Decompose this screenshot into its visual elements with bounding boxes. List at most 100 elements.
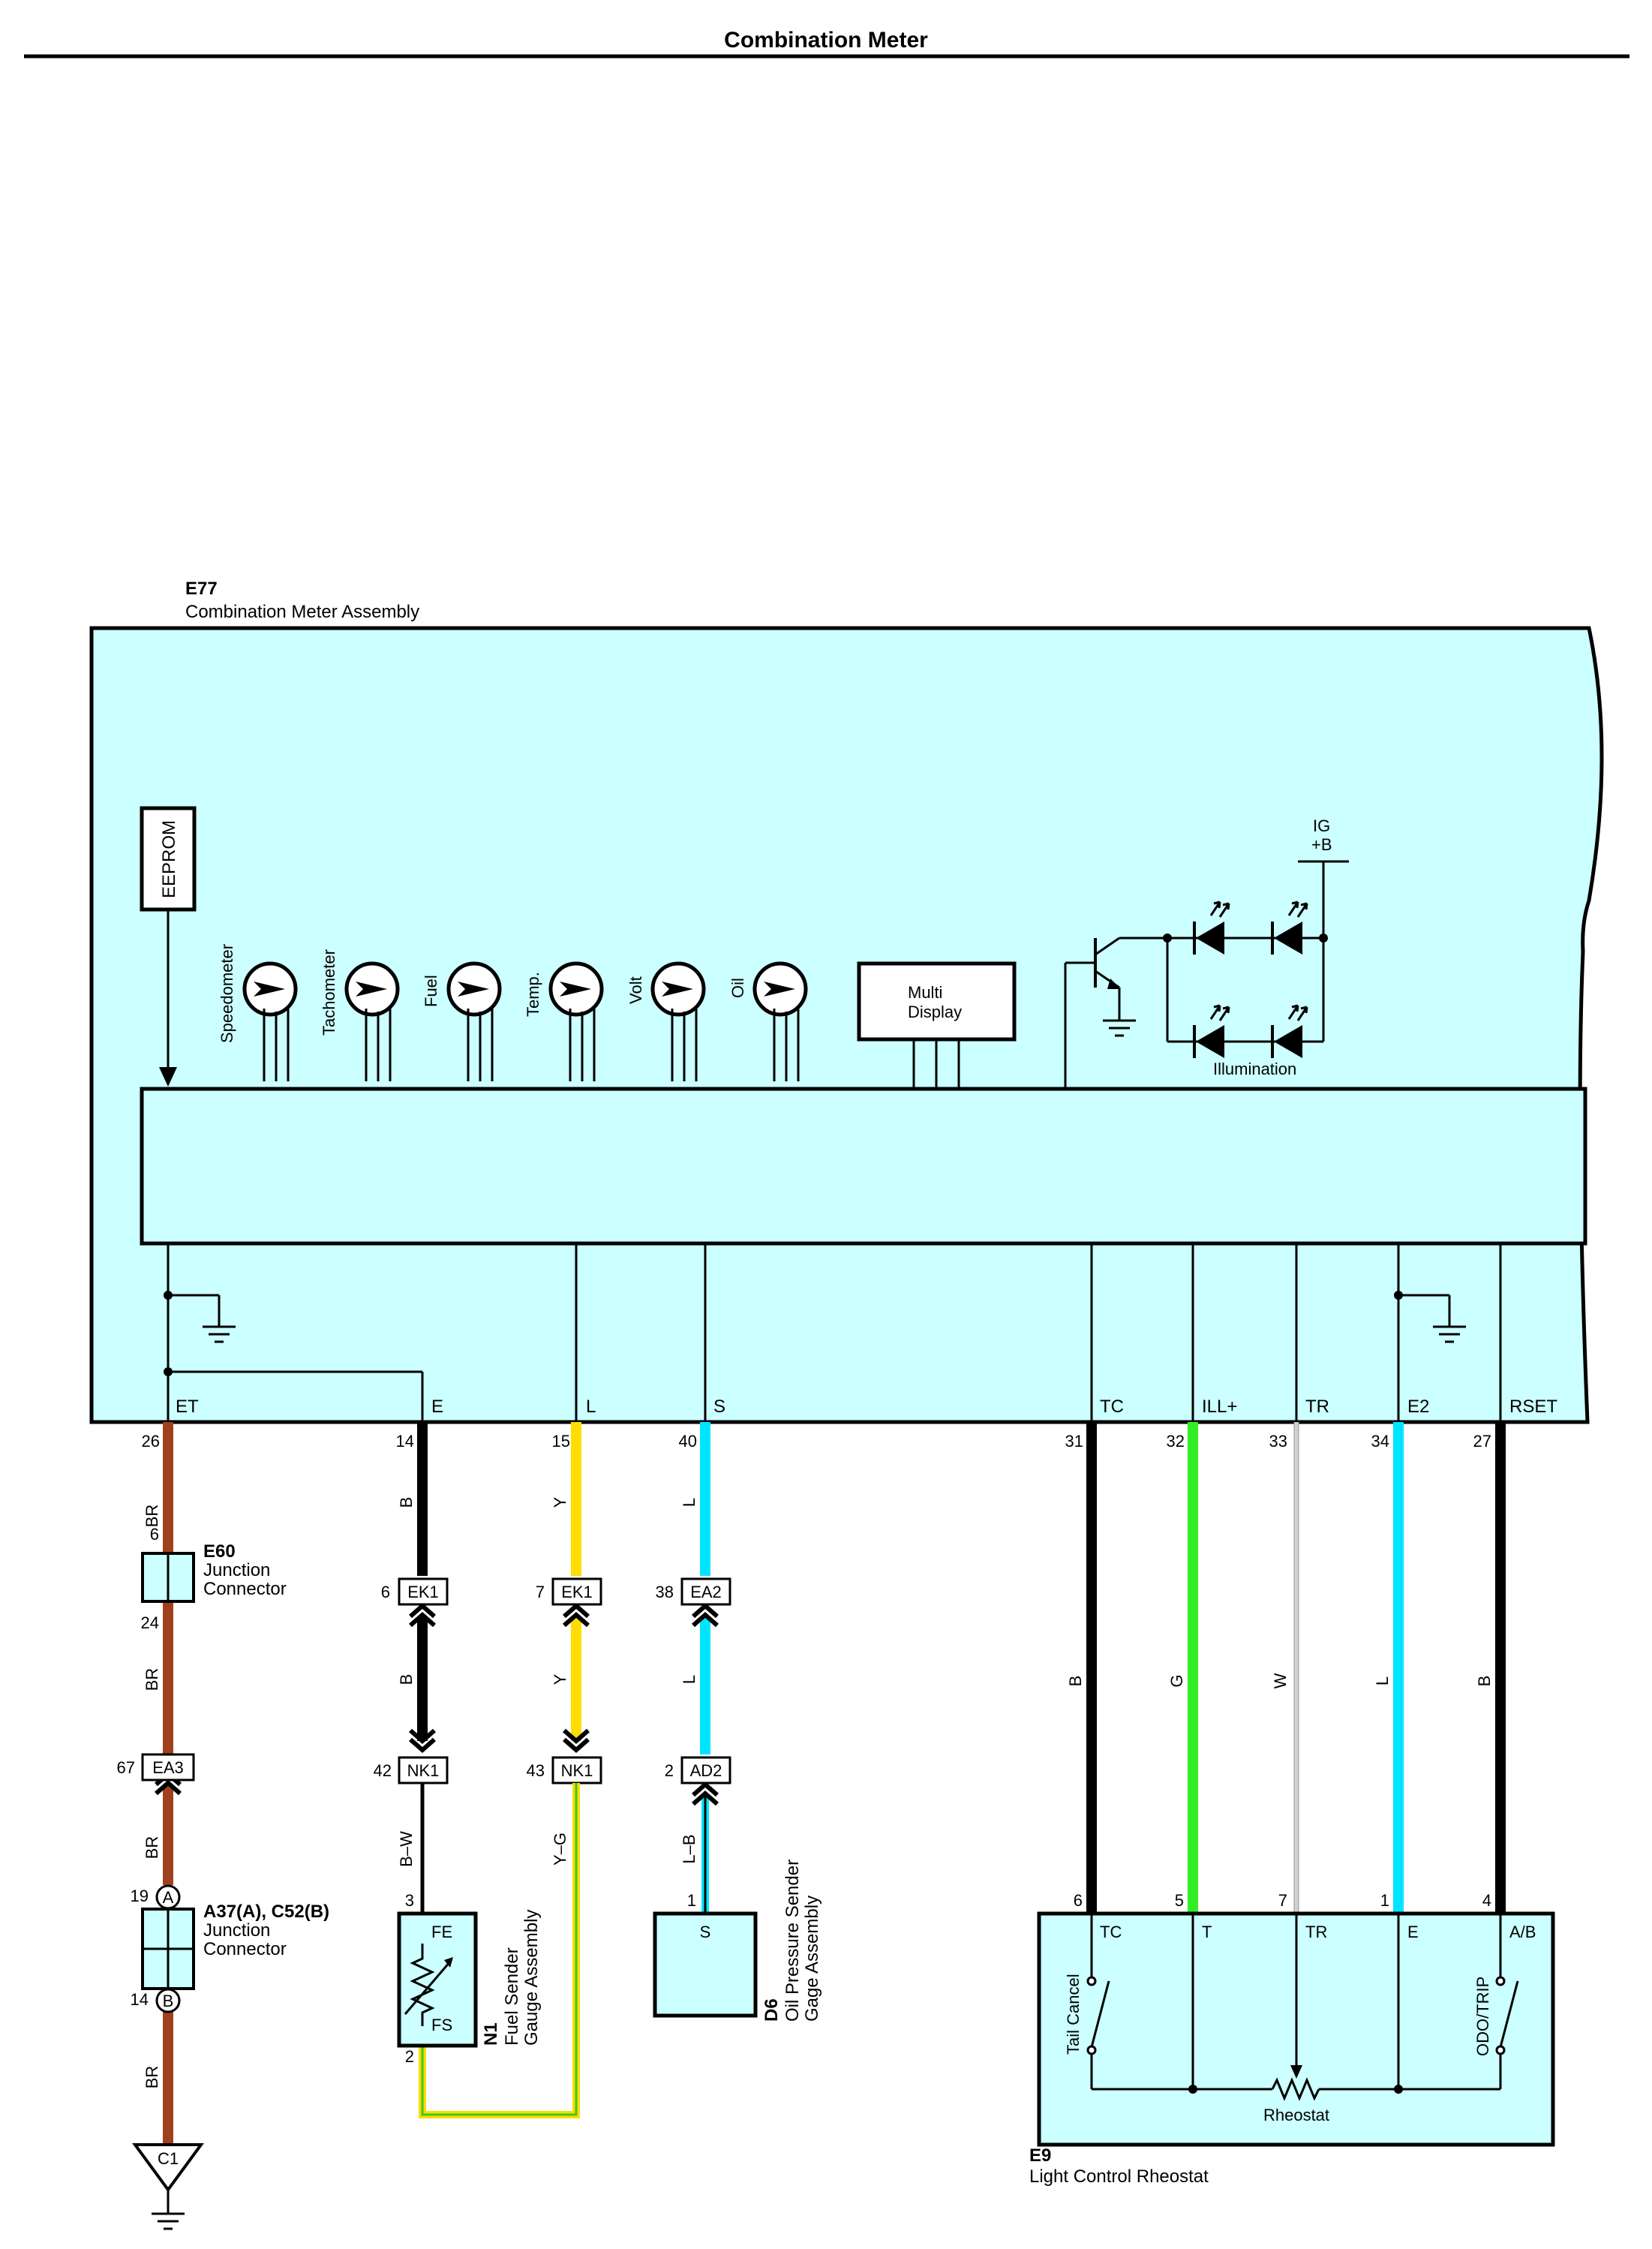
ek1-label-b: EK1 (407, 1583, 439, 1601)
terminal-et: ET (176, 1397, 199, 1417)
gauge-label: Volt (626, 976, 645, 1004)
e9-internal-circuit (1086, 1914, 1519, 2101)
a37-pin-b: 14 (131, 1990, 149, 2009)
terminal-e2: E2 (1407, 1397, 1429, 1417)
wire-code-y-2: Y (551, 1673, 569, 1685)
wire-code-bw: B–W (397, 1831, 416, 1867)
d6-pin: 1 (687, 1891, 696, 1910)
a37-name2: Connector (203, 1939, 287, 1959)
ad2-connector (680, 1756, 731, 1784)
ea3-connector (141, 1753, 195, 1781)
ea2-connector (680, 1577, 731, 1606)
pin-26: 26 (142, 1432, 160, 1451)
e60-name2: Connector (203, 1579, 287, 1599)
e9-pin-tc: 6 (1074, 1891, 1083, 1910)
wire-code-e: L (1373, 1676, 1392, 1685)
e9-tail-cancel: Tail Cancel (1064, 1974, 1083, 2055)
nk1-pin-b: 42 (374, 1761, 392, 1780)
wire-code-yg: Y–G (551, 1833, 569, 1866)
ea2-label: EA2 (690, 1583, 722, 1601)
page-title: Combination Meter (724, 28, 928, 53)
terminal-rset: RSET (1509, 1397, 1557, 1417)
n1-pin-fs: 2 (405, 2047, 414, 2066)
e9-pin-e: 1 (1380, 1891, 1389, 1910)
wire-code-b-2: B (397, 1674, 416, 1685)
e77-code: E77 (185, 579, 218, 599)
a37-code: A37(A), C52(B) (203, 1902, 329, 1922)
e9-terminal-tr: TR (1305, 1923, 1327, 1941)
e9-terminal-tc: TC (1100, 1923, 1122, 1941)
terminal-e: E (431, 1397, 443, 1417)
wire-code-br-2: BR (143, 1668, 161, 1691)
a37-name1: Junction (203, 1920, 270, 1941)
e60-pin-bottom: 24 (141, 1613, 159, 1632)
meter-ecu-block (140, 1087, 1587, 1246)
wire-code-br-4: BR (143, 2066, 161, 2089)
d6-name2: Gage Assembly (802, 1896, 822, 2022)
multi-display-label-2: Display (908, 1003, 962, 1021)
pin-15: 15 (552, 1432, 570, 1451)
n1-fe: FE (431, 1923, 452, 1941)
terminal-l: L (586, 1397, 596, 1417)
e77-name: Combination Meter Assembly (185, 602, 419, 622)
ea2-pin: 38 (656, 1583, 674, 1601)
gauge-temp: Temp. (524, 964, 602, 1081)
e9-pin-ab: 4 (1482, 1891, 1491, 1910)
n1-code: N1 (481, 2022, 501, 2046)
n1-name1: Fuel Sender (502, 1947, 522, 2046)
eeprom-arrow-icon (159, 1067, 177, 1087)
terminal-tc: TC (1100, 1397, 1124, 1417)
nk1-connector-y (551, 1756, 602, 1784)
e9-code: E9 (1029, 2145, 1051, 2166)
ek1-label-y: EK1 (561, 1583, 593, 1601)
d6-s: S (700, 1923, 711, 1941)
plus-b-label: +B (1311, 835, 1332, 854)
d6-code: D6 (761, 1998, 782, 2022)
pin-32: 32 (1167, 1432, 1185, 1451)
a37-mark-a-label: A (163, 1888, 174, 1907)
e9-pin-t: 5 (1175, 1891, 1184, 1910)
ea3-label: EA3 (152, 1758, 184, 1777)
illumination-circuit: IG +B Illumination (1064, 816, 1349, 1089)
terminal-ill: ILL+ (1202, 1397, 1237, 1417)
gauge-volt: Volt (626, 964, 704, 1081)
wire-code-tc: B (1066, 1676, 1085, 1687)
gauge-tachometer: Tachometer (320, 949, 398, 1081)
ek1-pin-y: 7 (536, 1583, 545, 1601)
a37-mark-b (155, 1988, 181, 2013)
wire-code-y-1: Y (551, 1496, 569, 1508)
e60-pin-top: 6 (150, 1525, 159, 1544)
a37-pin-a: 19 (131, 1887, 149, 1905)
pin-31: 31 (1065, 1432, 1083, 1451)
n1-pin-fe: 3 (405, 1891, 414, 1910)
ek1-connector-y (551, 1577, 602, 1606)
gauge-label: Tachometer (320, 949, 338, 1036)
wire-code-lb: L–B (680, 1834, 698, 1863)
e9-rheostat-label: Rheostat (1263, 2106, 1329, 2124)
gauge-fuel: Fuel (422, 964, 500, 1081)
terminal-s: S (713, 1397, 725, 1417)
e9-terminal-t: T (1202, 1923, 1212, 1941)
e9-name: Light Control Rheostat (1029, 2166, 1209, 2187)
e60-name1: Junction (203, 1560, 270, 1580)
n1-name2: Gauge Assembly (521, 1910, 542, 2046)
pin-14: 14 (396, 1432, 414, 1451)
n1-variable-resistor-icon (404, 1944, 452, 2026)
wire-code-tr: W (1271, 1673, 1290, 1688)
pin-40: 40 (679, 1432, 697, 1451)
wire-code-l-2: L (680, 1675, 698, 1684)
nk1-label-y: NK1 (561, 1761, 593, 1780)
gauge-label: Temp. (524, 972, 542, 1017)
ek1-connector-b (398, 1577, 449, 1606)
gauge-label: Fuel (422, 975, 440, 1007)
gauge-label: Speedometer (218, 944, 236, 1043)
ground-c1-triangle (132, 2143, 204, 2193)
pin-34: 34 (1371, 1432, 1389, 1451)
e9-pin-tr: 7 (1278, 1891, 1287, 1910)
d6-oil-sender (653, 1911, 758, 2018)
e9-terminal-ab: A/B (1509, 1923, 1536, 1941)
wire-code-b-1: B (397, 1497, 416, 1508)
d6-name1: Oil Pressure Sender (782, 1860, 803, 2022)
nk1-pin-y: 43 (527, 1761, 545, 1780)
